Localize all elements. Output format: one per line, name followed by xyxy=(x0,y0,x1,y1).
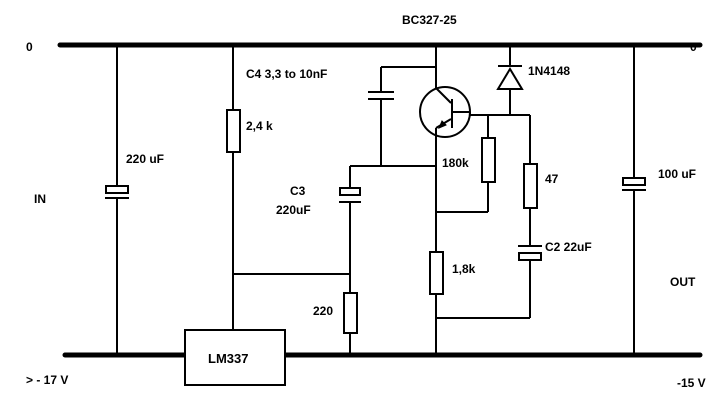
transistor-bc327 xyxy=(419,45,471,212)
resistor-1k8-label: 1,8k xyxy=(452,262,476,276)
bottom-left-label: > - 17 V xyxy=(26,373,68,387)
input-label: IN xyxy=(34,192,46,206)
resistor-2k4 xyxy=(226,45,241,330)
resistor-47-label: 47 xyxy=(545,172,559,186)
output-label: OUT xyxy=(670,275,696,289)
resistor-220-label: 220 xyxy=(313,304,333,318)
diode-1n4148 xyxy=(496,45,524,115)
top-right-label: 0 xyxy=(690,40,697,54)
capacitor-c3-name-label: C3 xyxy=(290,184,306,198)
resistor-2k4-label: 2,4 k xyxy=(246,119,273,133)
transistor-label: BC327-25 xyxy=(402,13,457,27)
capacitor-c2 xyxy=(518,245,542,318)
resistor-180k-label: 180k xyxy=(442,156,469,170)
diode-label: 1N4148 xyxy=(528,64,570,78)
top-left-label: 0 xyxy=(26,40,33,54)
lm337-regulator: LM337 xyxy=(184,329,286,386)
output-capacitor-label: 100 uF xyxy=(658,167,696,181)
resistor-1k8 xyxy=(429,212,444,355)
bottom-right-label: -15 V xyxy=(677,376,706,390)
resistor-47 xyxy=(523,115,538,246)
resistor-220 xyxy=(343,292,358,355)
input-capacitor xyxy=(105,45,129,355)
capacitor-c3 xyxy=(339,166,361,293)
input-capacitor-label: 220 uF xyxy=(126,152,164,166)
capacitor-c4 xyxy=(368,66,436,166)
regulator-label: LM337 xyxy=(208,351,248,366)
capacitor-c3-value-label: 220uF xyxy=(276,203,311,217)
resistor-180k xyxy=(481,115,496,212)
output-capacitor xyxy=(622,45,646,355)
capacitor-c4-label: C4 3,3 to 10nF xyxy=(246,67,327,81)
capacitor-c2-label: C2 22uF xyxy=(545,240,592,254)
